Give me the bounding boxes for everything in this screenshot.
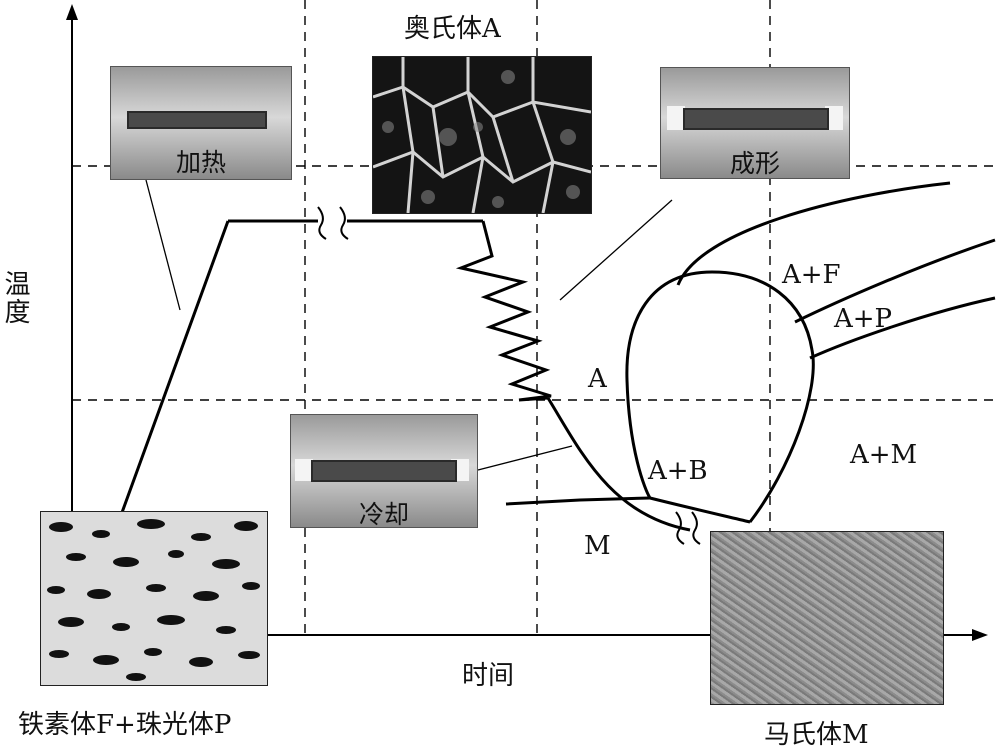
x-axis-label: 时间: [462, 663, 514, 689]
austenite-caption: 奥氏体A: [404, 16, 501, 42]
ferrite-pearlite-micrograph: [40, 511, 268, 686]
blank-sheet: [127, 111, 267, 129]
forming-label: 成形: [661, 144, 849, 179]
cooled-sheet: [311, 460, 457, 482]
axis-break-top: [318, 207, 348, 239]
cooling-label: 冷却: [291, 495, 477, 528]
phase-label-m: M: [584, 533, 611, 559]
martensite-micrograph: [710, 531, 944, 705]
phase-label-a-p: A+P: [834, 306, 892, 332]
formed-sheet: [683, 108, 829, 130]
y-axis-label: 温度: [2, 270, 28, 326]
phase-label-a: A: [588, 366, 607, 392]
austenite-micrograph: [372, 56, 592, 214]
y-axis-arrow: [66, 4, 78, 20]
cct-curves: [506, 183, 995, 548]
heating-panel: 加热: [110, 66, 292, 180]
cooling-panel: 冷却: [290, 414, 478, 528]
phase-label-a-b: A+B: [648, 458, 708, 484]
phase-label-a-m: A+M: [850, 442, 917, 468]
heating-label: 加热: [111, 143, 291, 179]
x-axis-arrow: [972, 629, 988, 641]
initial-caption: 铁素体F+珠光体P: [18, 712, 231, 738]
forming-panel: 成形: [660, 67, 850, 179]
axis-break-bottom: [676, 512, 700, 544]
phase-label-a-f: A+F: [782, 262, 841, 288]
martensite-caption: 马氏体M: [764, 722, 869, 748]
